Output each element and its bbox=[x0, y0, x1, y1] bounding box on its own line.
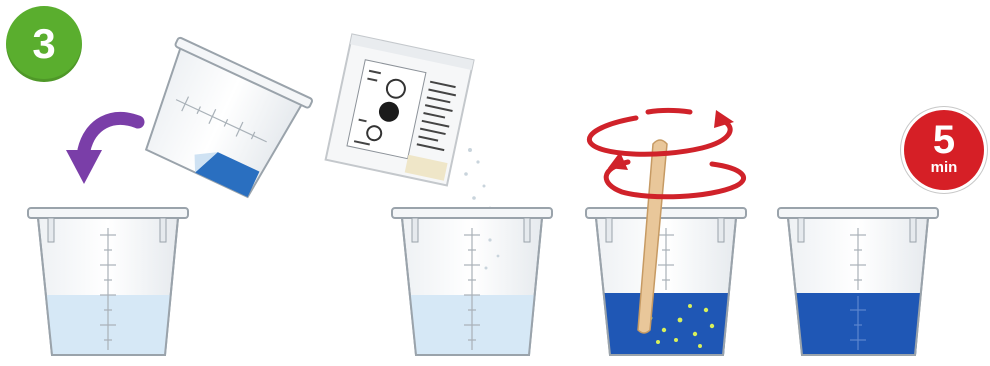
timer-icon: 5 min bbox=[904, 110, 984, 190]
stir-rotation-icon bbox=[589, 110, 743, 197]
step-number-badge: 3 bbox=[6, 6, 82, 82]
powder-sachet-icon bbox=[326, 34, 474, 185]
pour-arrow-icon bbox=[66, 118, 138, 184]
beaker-water-2 bbox=[392, 208, 552, 355]
beaker-stirring bbox=[586, 208, 746, 355]
beaker-water-1 bbox=[28, 208, 188, 355]
measuring-cup-icon bbox=[130, 37, 313, 205]
timer-value: 5 bbox=[904, 120, 984, 160]
beaker-blue-final bbox=[778, 208, 938, 355]
step-number: 3 bbox=[32, 20, 55, 68]
timer-unit: min bbox=[904, 160, 984, 176]
